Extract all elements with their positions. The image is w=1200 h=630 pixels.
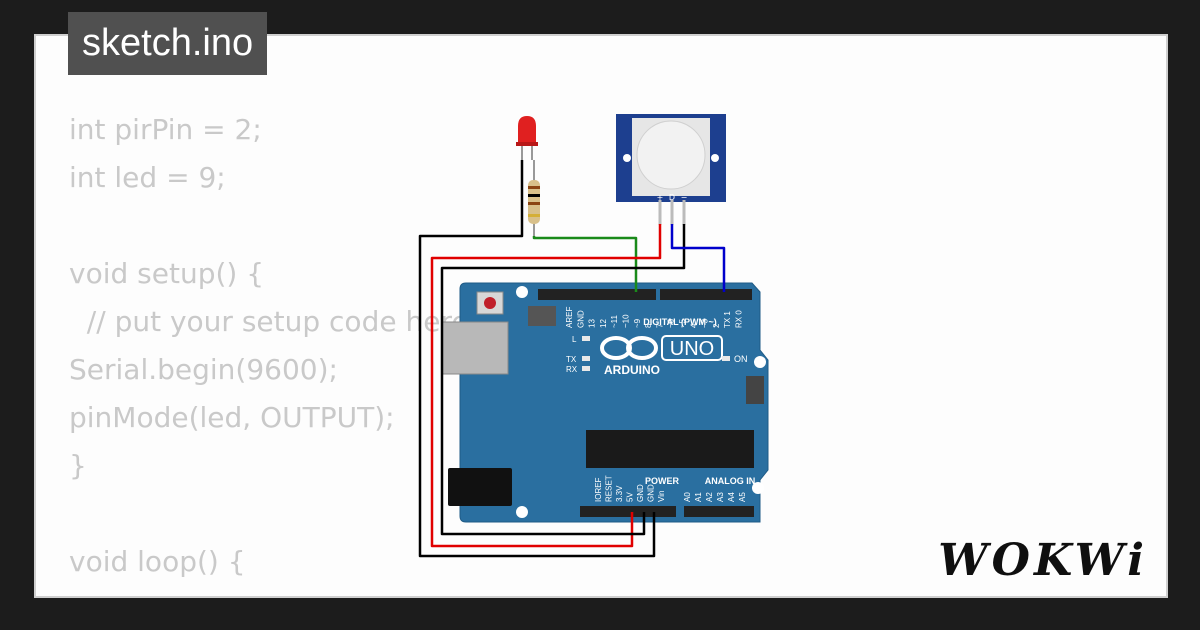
wire-green-signal (532, 236, 638, 292)
pin-label: 13 (588, 319, 597, 328)
code-line: pinMode(led, OUTPUT); (69, 401, 395, 434)
pin-label: RESET (605, 475, 614, 502)
l-led (582, 336, 590, 341)
rx-led-label: RX (566, 365, 578, 374)
pin-label: A2 (705, 492, 714, 502)
icsp-header-2 (746, 376, 764, 404)
pin-label: 12 (599, 319, 608, 328)
pin-label: 2 (712, 323, 721, 328)
digital-header-label: DIGITAL (PWM ~) (643, 317, 716, 327)
code-line: // put your main code here, to run repea… (69, 586, 729, 596)
resistor[interactable] (528, 160, 540, 238)
pin-label: TX 1 (723, 311, 732, 328)
pin-label: 5V (626, 492, 635, 502)
code-snippet: int pirPin = 2; int led = 9; void setup() … (69, 106, 729, 596)
pin-label: ~10 (622, 314, 631, 328)
pin-label: ~11 (610, 314, 619, 328)
wire-black-gnd (440, 224, 686, 536)
pin-label: GND (636, 484, 645, 502)
on-label: ON (734, 354, 748, 364)
pin-label: ~5 (678, 318, 687, 328)
digital-header-left (538, 289, 656, 300)
pir-dome (636, 120, 706, 190)
mount-hole (516, 506, 528, 518)
pin-label: A4 (727, 492, 736, 502)
pin-label: RX 0 (735, 310, 744, 328)
atmega-chip (586, 430, 754, 468)
power-label: POWER (645, 476, 680, 486)
wire-black-led (418, 160, 656, 558)
mount-hole (623, 154, 631, 162)
brand-label: ARDUINO (604, 363, 660, 377)
pin-label: IOREF (594, 477, 603, 502)
code-line: int led = 9; (69, 161, 226, 194)
pin-label: AREF (565, 307, 574, 328)
code-line: Serial.begin(9600); (69, 353, 338, 386)
l-led-label: L (572, 335, 577, 344)
pin-label: 7 (655, 323, 664, 328)
pir-pin-label: + (657, 193, 664, 202)
pin-label: ~9 (633, 318, 642, 328)
code-line: void setup() { (69, 257, 265, 290)
analog-header (684, 506, 754, 517)
rx-led (582, 366, 590, 371)
tx-led (582, 356, 590, 361)
red-led[interactable] (516, 116, 538, 160)
code-line: void loop() { (69, 545, 246, 578)
mount-hole (752, 482, 764, 494)
on-led (722, 356, 730, 361)
pin-label: GND (576, 310, 585, 328)
icsp-header (528, 306, 556, 326)
pir-motion-sensor[interactable]: + D − (616, 114, 726, 225)
code-line: } (69, 449, 87, 482)
pin-label: GND (647, 484, 656, 502)
pin-label: Vin (657, 491, 666, 502)
pin-label: A5 (738, 492, 747, 502)
code-line: int pirPin = 2; (69, 113, 262, 146)
file-tab[interactable]: sketch.ino (68, 12, 268, 75)
pin-label: A1 (694, 492, 703, 502)
pin-label: A0 (683, 492, 692, 502)
mount-hole (711, 154, 719, 162)
pir-pin-label: − (681, 193, 688, 202)
digital-header-right (660, 289, 752, 300)
model-label: UNO (670, 338, 714, 360)
usb-port (441, 321, 509, 375)
pin-label: ~3 (701, 318, 710, 328)
tx-led-label: TX (566, 355, 577, 364)
pin-label: A3 (716, 492, 725, 502)
pin-label: 3.3V (615, 485, 624, 502)
wire-red-vcc (430, 224, 662, 548)
analog-label: ANALOG IN (705, 476, 756, 486)
arduino-infinity-logo (600, 336, 658, 360)
power-jack (448, 468, 512, 506)
pir-pin-label: D (669, 193, 675, 202)
wire-blue-pir-out (670, 224, 726, 292)
pin-label: 8 (644, 323, 653, 328)
pin-label: 4 (689, 323, 698, 328)
mount-hole (516, 286, 528, 298)
mount-hole (754, 356, 766, 368)
reset-button-cap (484, 297, 496, 309)
power-header (580, 506, 676, 517)
wokwi-logo: WOKWi (938, 535, 1148, 586)
arduino-uno-board[interactable]: UNO ARDUINO DIGITAL (PWM ~) POWER ANALOG… (441, 282, 769, 523)
pin-label: ~6 (667, 318, 676, 328)
